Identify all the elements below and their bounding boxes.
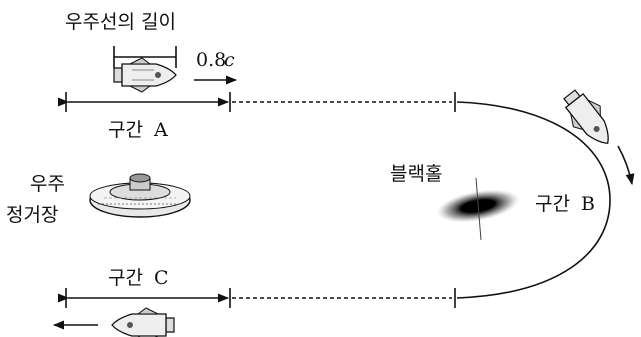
svg-text:우주: 우주 (30, 173, 65, 195)
svg-text:A: A (153, 119, 168, 141)
section-c-label: 구간 C (108, 267, 169, 289)
spaceship-top (113, 57, 177, 93)
section-a-label: 구간 A (108, 119, 168, 141)
ship-length-marker (113, 46, 177, 68)
section-b-arc-path (456, 101, 611, 299)
svg-text:B: B (581, 193, 595, 215)
speed-label: 0.8 c (196, 49, 235, 71)
svg-text:구간: 구간 (108, 119, 143, 141)
svg-text:C: C (154, 267, 169, 289)
ship-length-label: 우주선의 길이 (65, 11, 176, 33)
section-c-span (57, 288, 231, 308)
svg-text:구간: 구간 (108, 267, 143, 289)
black-hole-label: 블랙홀 (390, 163, 442, 185)
space-station-label: 우주 정거장 (6, 173, 65, 226)
speed-value: 0.8 (196, 49, 226, 71)
black-hole (436, 177, 520, 241)
spaceship-bottom (111, 307, 175, 337)
svg-text:정거장: 정거장 (6, 204, 58, 226)
section-a-span (57, 92, 231, 112)
space-station (89, 173, 191, 218)
speed-unit: c (224, 49, 235, 71)
arc-motion-arrow (617, 145, 635, 186)
section-b-label: 구간 B (535, 193, 595, 215)
spaceship-arc (563, 89, 609, 144)
svg-text:구간: 구간 (535, 193, 570, 215)
